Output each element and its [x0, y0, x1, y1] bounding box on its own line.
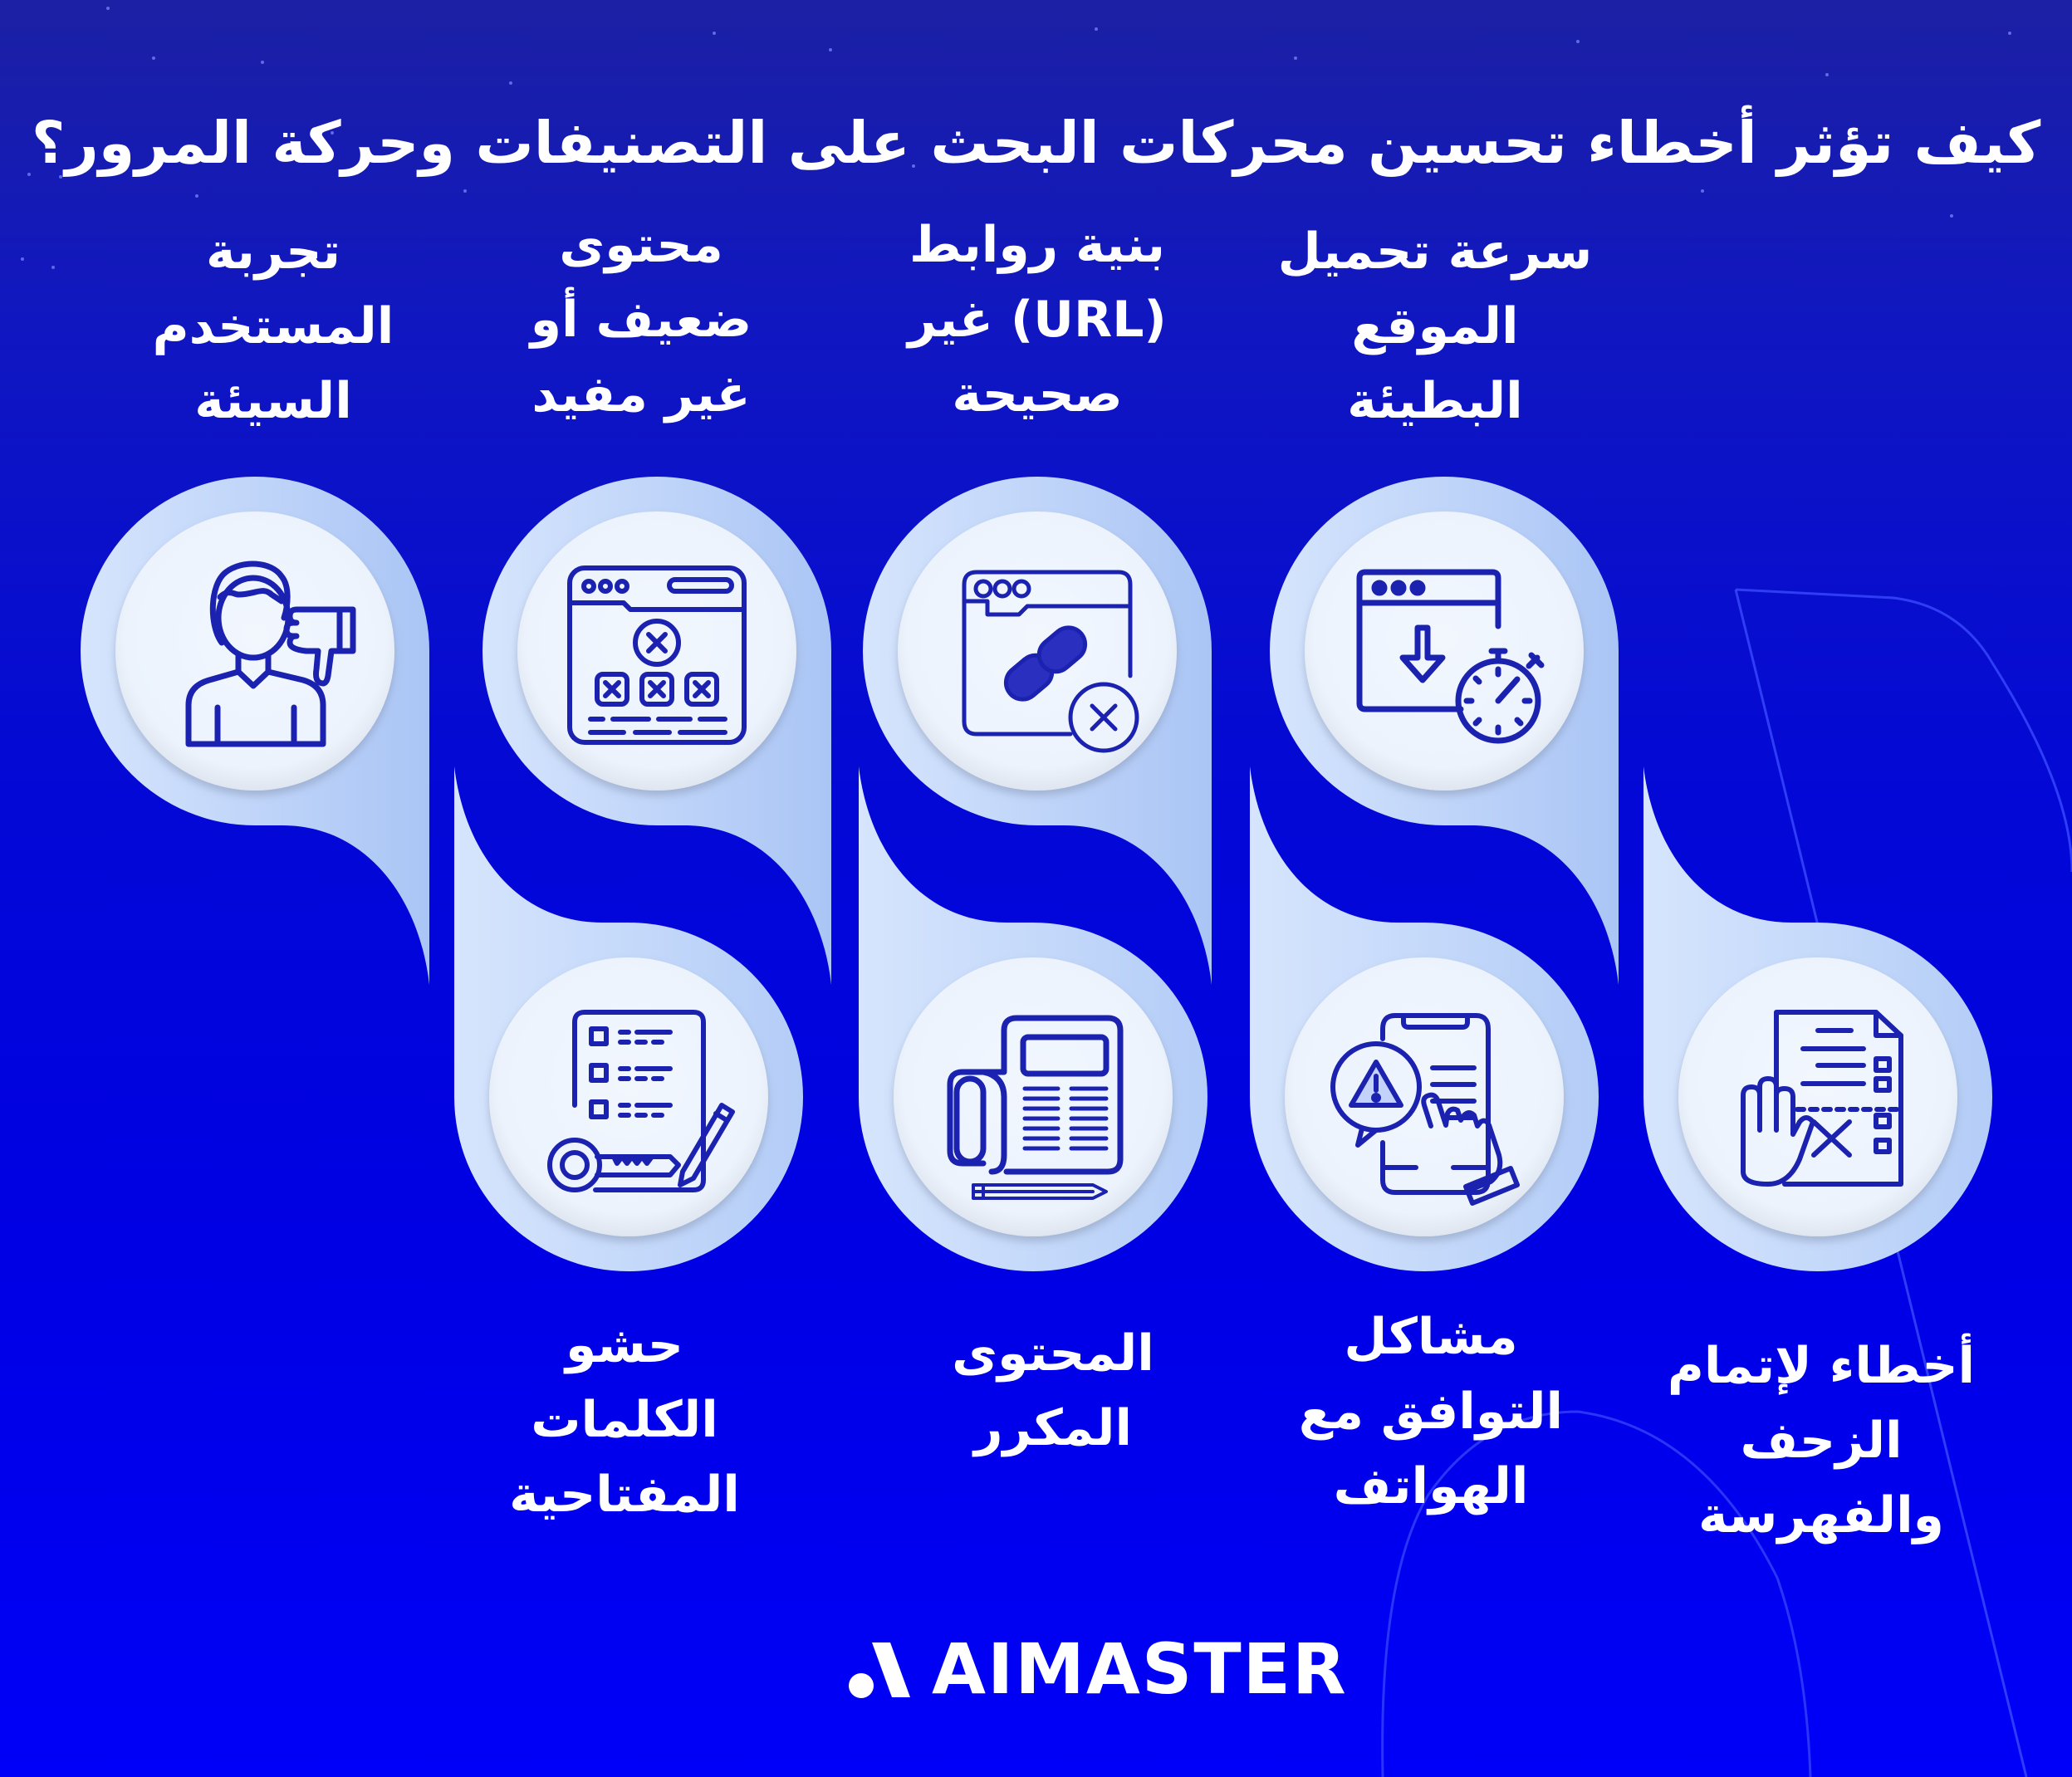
logo-mark-icon	[847, 1636, 914, 1702]
user-thumbs-down-icon	[130, 526, 380, 776]
browser-errors-icon	[532, 526, 781, 776]
label-bad-ux: تجربة المستخدم السيئة	[152, 223, 394, 430]
label-keyword-stuffing: حشو الكلمات المفتاحية	[509, 1316, 740, 1524]
label-mobile-compatibility: مشاكل التوافق مع الهواتف	[1298, 1308, 1564, 1515]
page-load-stopwatch-icon	[1320, 526, 1569, 776]
brand-logo: AIMASTER	[847, 1632, 1348, 1706]
label-duplicate-content: المحتوى المكرر	[952, 1324, 1154, 1457]
document-stop-icon	[1693, 972, 1942, 1221]
label-crawl-index-errors: أخطاء لإتمام الزحف والفهرسة	[1667, 1337, 1976, 1544]
phone-warning-icon	[1300, 972, 1549, 1221]
checklist-key-pencil-icon	[504, 972, 753, 1221]
label-thin-content: محتوى ضعيف أو غير مفيد	[530, 216, 752, 423]
logo-text: AIMASTER	[932, 1628, 1348, 1710]
page-title: كيف تؤثر أخطاء تحسين محركات البحث على ال…	[31, 108, 2041, 177]
label-bad-url-structure: بنية روابط (URL) غير صحيحة	[908, 216, 1167, 423]
broken-link-icon	[913, 526, 1162, 776]
newspaper-icon	[909, 972, 1158, 1221]
label-slow-load-speed: سرعة تحميل الموقع البطيئة	[1277, 223, 1593, 430]
